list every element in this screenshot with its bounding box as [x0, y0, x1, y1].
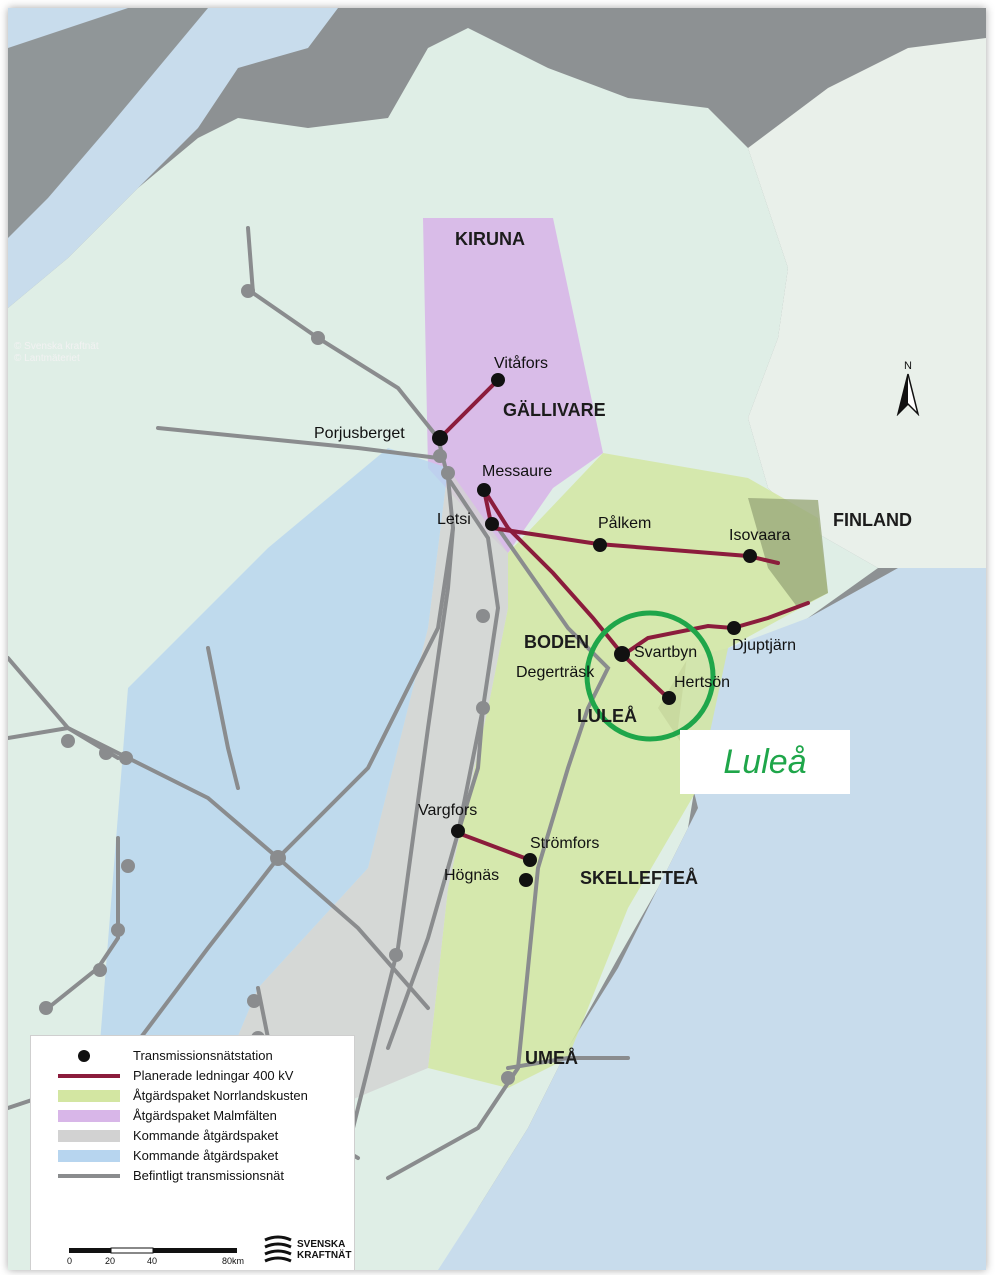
logo-text-1: SVENSKA [297, 1239, 346, 1250]
stations [432, 373, 757, 887]
label-hertson: Hertsön [674, 674, 731, 691]
norway-land [8, 8, 208, 238]
label-skelleftea: SKELLEFTEÅ [580, 868, 699, 888]
purple-area-icon [58, 1110, 120, 1122]
label-kiruna: KIRUNA [455, 229, 525, 249]
existing-line-icon [58, 1174, 120, 1178]
north-arrow-shape [896, 373, 920, 417]
legend-label: Åtgärdspaket Malmfälten [133, 1108, 277, 1123]
map-canvas [8, 8, 986, 1270]
area-kommande-grey [208, 468, 508, 1118]
credit-lm: © Lantmäteriet [14, 353, 80, 364]
map-frame: © Svenska kraftnät © Lantmäteriet N KIRU… [8, 8, 986, 1270]
label-stromfors: Strömfors [530, 835, 600, 852]
scale-tick: 40 [147, 1256, 158, 1266]
label-palkem: Pålkem [598, 515, 652, 532]
label-degertrask: Degerträsk [516, 664, 595, 681]
label-umea: UMEÅ [525, 1048, 578, 1068]
scale-bar: 0 20 40 80km [67, 1244, 257, 1268]
area-norrlandskusten [428, 453, 828, 1088]
label-djuptjarn: Djuptjärn [732, 637, 797, 654]
legend-label: Planerade ledningar 400 kV [133, 1068, 294, 1083]
label-messaure: Messaure [482, 463, 553, 480]
label-vargfors: Vargfors [418, 802, 478, 819]
label-vitafors: Vitåfors [494, 355, 548, 372]
legend-label: Kommande åtgärdspaket [133, 1128, 279, 1143]
legend-item-planned: Planerade ledningar 400 kV [31, 1066, 354, 1086]
scale-tick: 80km [222, 1256, 245, 1266]
north-label: N [904, 360, 912, 372]
grey-area-icon [58, 1130, 120, 1142]
label-porjusberget: Porjusberget [314, 425, 405, 442]
existing-nodes [39, 284, 515, 1192]
station-dot-icon [78, 1050, 90, 1062]
label-lulea: LULEÅ [577, 706, 637, 726]
green-area-icon [58, 1090, 120, 1102]
svenska-kraftnat-logo: SVENSKA KRAFTNÄT [261, 1234, 351, 1268]
logo-text-2: KRAFTNÄT [297, 1250, 352, 1261]
lulea-callout-text: Luleå [723, 742, 807, 781]
blue-area-icon [58, 1150, 120, 1162]
logo-mark-icon [264, 1235, 292, 1263]
area-malmfalten [423, 218, 603, 553]
legend-item-kommande-blue: Kommande åtgärdspaket [31, 1146, 354, 1166]
legend-label: Befintligt transmissionsnät [133, 1168, 285, 1183]
finland-land [748, 38, 986, 568]
lulea-callout: Luleå [680, 730, 850, 794]
area-kommande-blue [98, 448, 448, 1108]
label-svartbyn: Svartbyn [634, 644, 698, 661]
label-boden: BODEN [524, 632, 590, 652]
label-gallivare: GÄLLIVARE [503, 400, 606, 420]
legend-item-kommande-grey: Kommande åtgärdspaket [31, 1126, 354, 1146]
scale-tick: 20 [105, 1256, 116, 1266]
legend-label: Kommande åtgärdspaket [133, 1148, 279, 1163]
planned-line-icon [58, 1074, 120, 1078]
scale-tick: 0 [67, 1256, 73, 1266]
highlight-circle [584, 610, 716, 742]
legend-item-existing: Befintligt transmissionsnät [31, 1166, 354, 1186]
legend: Transmissionsnätstation Planerade lednin… [30, 1035, 355, 1270]
label-finland: FINLAND [833, 510, 912, 530]
legend-item-norrlandskusten: Åtgärdspaket Norrlandskusten [31, 1086, 354, 1106]
scale-bar-shape [69, 1247, 237, 1254]
label-isovaara: Isovaara [729, 527, 791, 544]
label-hognas: Högnäs [444, 867, 500, 884]
legend-item-station: Transmissionsnätstation [31, 1046, 354, 1066]
legend-label: Transmissionsnätstation [133, 1048, 273, 1063]
legend-item-malmfalten: Åtgärdspaket Malmfälten [31, 1106, 354, 1126]
north-arrow-icon: N [893, 360, 923, 420]
legend-label: Åtgärdspaket Norrlandskusten [133, 1088, 308, 1103]
label-letsi: Letsi [437, 511, 471, 528]
credit-svk: © Svenska kraftnät [14, 341, 99, 352]
area-finland-overlap [748, 498, 828, 608]
